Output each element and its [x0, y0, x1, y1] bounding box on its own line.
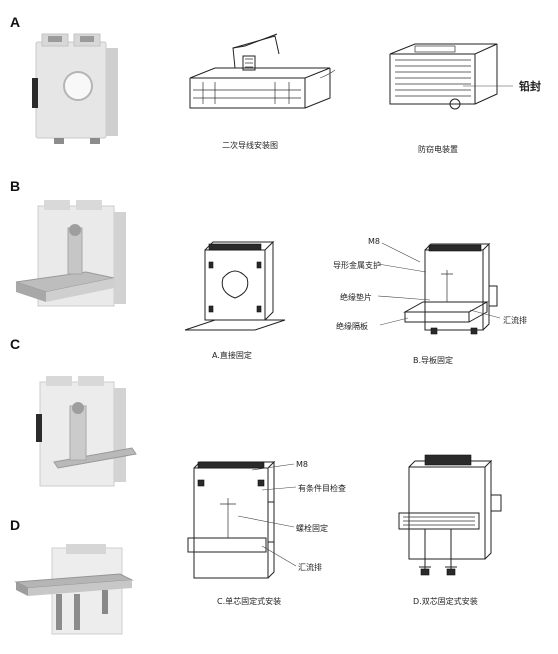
callout-c1-bolt: 螺栓固定	[296, 524, 328, 533]
caption-single-core-fixed: C.单芯固定式安装	[217, 597, 282, 606]
section-label-b: B	[10, 178, 21, 194]
diagram-guide-plate-fixing	[403, 242, 498, 335]
diagram-anti-theft-device	[389, 43, 513, 110]
callout-c1-busbar: 汇流排	[298, 563, 322, 572]
caption-secondary-wiring: 二次导线安装图	[222, 141, 278, 150]
callout-c1-m8: M8	[296, 460, 308, 469]
callout-c1-top: 有条件目检查	[298, 484, 346, 493]
callout-seal: 铅封	[519, 80, 541, 93]
section-label-a: A	[10, 14, 21, 30]
photo-transformer-plate-fixed	[15, 200, 126, 307]
callout-b2-busbar: 汇流排	[503, 316, 527, 325]
photo-transformer-round-window	[32, 33, 118, 144]
callout-b2-insulating-pad: 绝缘垫片	[340, 293, 372, 302]
diagram-double-core-fixed	[398, 454, 502, 576]
callout-b2-insulating-plate: 绝缘隔板	[336, 322, 368, 331]
caption-anti-theft-device: 防窃电装置	[418, 145, 458, 154]
callout-b2-m8: M8	[368, 237, 380, 246]
section-label-c: C	[10, 336, 21, 352]
photo-transformer-double-busbar	[14, 544, 134, 635]
diagram-secondary-wiring	[189, 33, 336, 109]
caption-direct-fixing: A.直接固定	[212, 351, 252, 360]
callout-b2-metal-bracket: 导形金属支护	[333, 261, 381, 270]
caption-double-core-fixed: D.双芯固定式安装	[413, 597, 478, 606]
section-label-d: D	[10, 517, 21, 533]
photo-transformer-busbar-fixed	[36, 376, 137, 487]
diagram-direct-fixing	[184, 240, 286, 331]
diagram-single-core-fixed	[187, 460, 276, 579]
caption-guide-plate-fixing: B.导板固定	[413, 356, 454, 365]
